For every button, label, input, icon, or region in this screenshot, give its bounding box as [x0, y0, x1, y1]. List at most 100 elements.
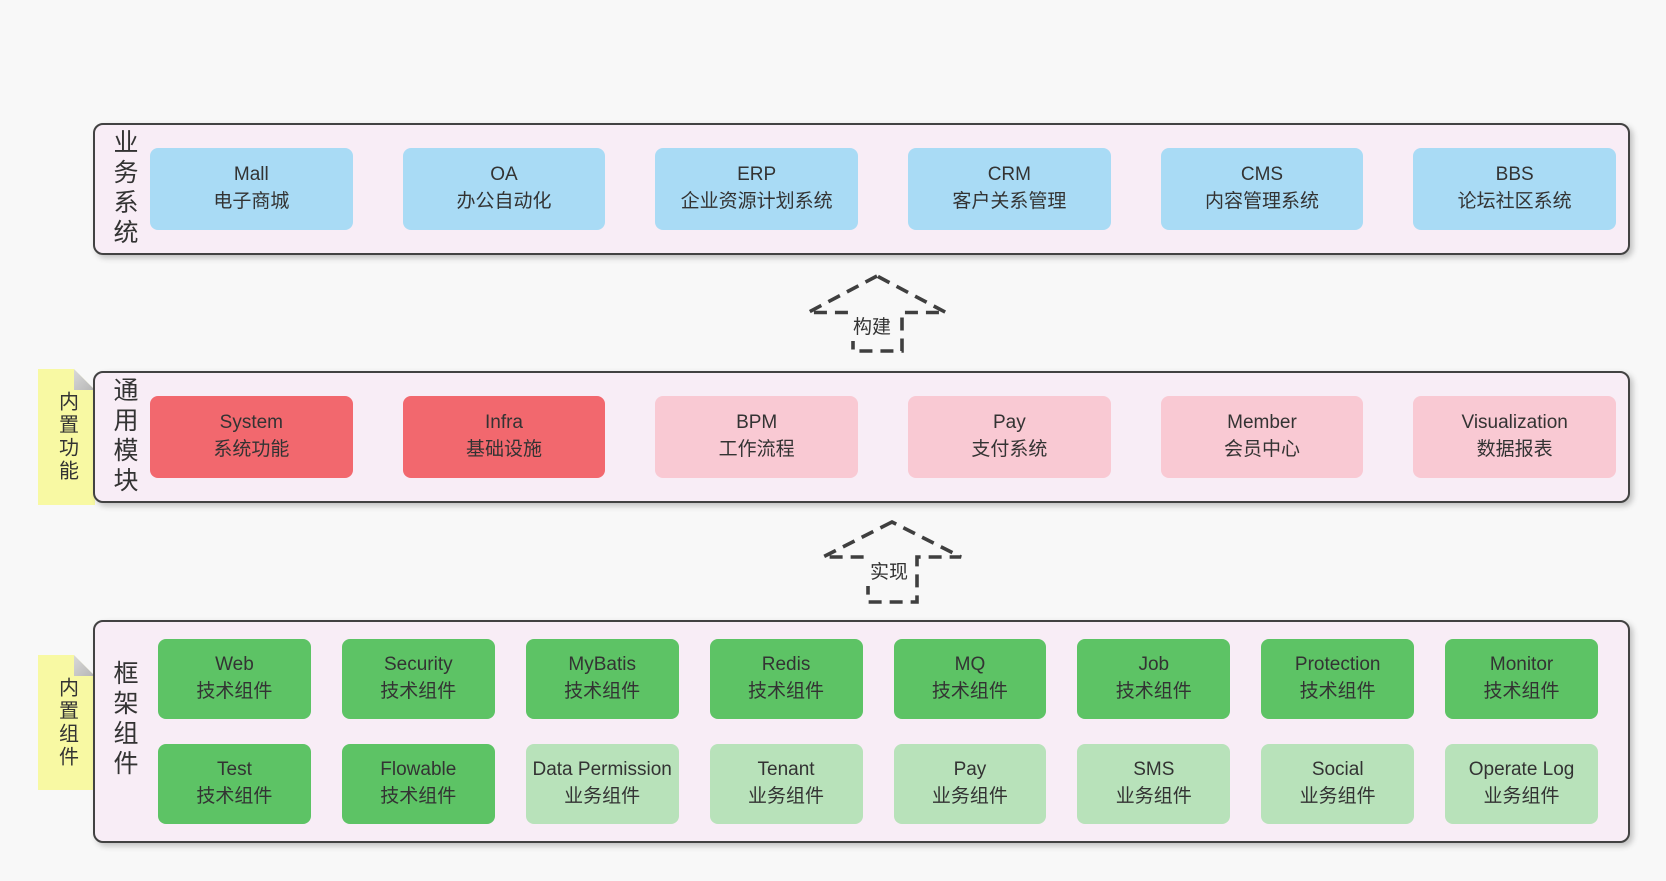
box-title: Test [217, 759, 252, 781]
box-member: Member 会员中心 [1160, 396, 1364, 478]
box-subtitle: 支付系统 [971, 439, 1048, 460]
box-title: Security [383, 654, 453, 676]
box-bpm: BPM 工作流程 [655, 396, 858, 478]
box-visualization: Visualization 数据报表 [1413, 396, 1616, 478]
arrow-label-implement: 实现 [865, 555, 914, 586]
box-test: Test 技术组件 [158, 744, 311, 824]
box-subtitle: 电子商城 [213, 191, 290, 212]
box-erp: ERP 企业资源计划系统 [655, 148, 858, 230]
box-title: BBS [1495, 164, 1534, 186]
box-title: Data Permission [532, 759, 672, 781]
box-subtitle: 技术组件 [748, 681, 825, 702]
box-security: Security 技术组件 [341, 639, 495, 719]
box-title: Operate Log [1468, 759, 1575, 781]
box-subtitle: 技术组件 [931, 681, 1008, 702]
box-subtitle: 技术组件 [1115, 681, 1192, 702]
box-title: OA [490, 164, 518, 186]
box-title: Tenant [757, 759, 815, 781]
box-subtitle: 办公自动化 [456, 191, 552, 212]
box-infra: Infra 基础设施 [402, 396, 606, 478]
box-subtitle: 技术组件 [1483, 681, 1560, 702]
box-tenant: Tenant 业务组件 [709, 744, 863, 824]
arrow-label-build: 构建 [848, 310, 897, 341]
box-title: Protection [1294, 654, 1381, 676]
box-subtitle: 工作流程 [718, 439, 795, 460]
sticky-note-label: 内置功能 [55, 391, 78, 483]
section-business-systems: 业务系统 Mall 电子商城 OA 办公自动化 ERP 企业资源计划系统 CRM 客户关系管理… [93, 123, 1630, 255]
box-subtitle: 客户关系管理 [952, 191, 1067, 212]
box-subtitle: 业务组件 [931, 786, 1008, 807]
box-subtitle: 数据报表 [1476, 439, 1553, 460]
implement-up-arrow-icon [822, 520, 962, 604]
box-title: BPM [736, 412, 778, 434]
box-pay: Pay 业务组件 [893, 744, 1047, 824]
box-subtitle: 基础设施 [465, 439, 542, 460]
box-title: Job [1138, 654, 1170, 676]
box-subtitle: 企业资源计划系统 [680, 191, 833, 212]
box-title: System [219, 412, 283, 434]
box-pay: Pay 支付系统 [908, 396, 1111, 478]
box-title: Mall [233, 164, 269, 186]
box-title: Social [1311, 759, 1364, 781]
box-subtitle: 业务组件 [1299, 786, 1376, 807]
box-title: SMS [1133, 759, 1175, 781]
box-mybatis: MyBatis 技术组件 [525, 639, 679, 719]
box-title: Monitor [1489, 654, 1554, 676]
box-subtitle: 内容管理系统 [1204, 191, 1319, 212]
folded-corner-icon [74, 655, 95, 676]
box-title: Redis [761, 654, 811, 676]
box-redis: Redis 技术组件 [709, 639, 863, 719]
box-subtitle: 技术组件 [1299, 681, 1376, 702]
box-grid-business: Mall 电子商城 OA 办公自动化 ERP 企业资源计划系统 CRM 客户关系管理 CMS 内容… [150, 148, 1616, 230]
box-operate-log: Operate Log 业务组件 [1445, 744, 1598, 824]
box-protection: Protection 技术组件 [1261, 639, 1415, 719]
box-title: ERP [737, 164, 777, 186]
box-title: Pay [953, 759, 987, 781]
box-crm: CRM 客户关系管理 [908, 148, 1111, 230]
section-common-modules: 通用模块 System 系统功能 Infra 基础设施 BPM 工作流程 Pay 支付系统 Me… [93, 371, 1630, 503]
section-label: 业务系统 [110, 129, 138, 249]
box-subtitle: 会员中心 [1223, 439, 1300, 460]
box-subtitle: 业务组件 [1483, 786, 1560, 807]
box-job: Job 技术组件 [1077, 639, 1231, 719]
box-title: Visualization [1461, 412, 1568, 434]
box-subtitle: 技术组件 [380, 786, 457, 807]
box-flowable: Flowable 技术组件 [341, 744, 495, 824]
box-title: MyBatis [568, 654, 636, 676]
box-title: Pay [992, 412, 1026, 434]
box-subtitle: 技术组件 [564, 681, 641, 702]
box-subtitle: 业务组件 [1115, 786, 1192, 807]
sticky-note-label: 内置组件 [55, 676, 78, 769]
folded-corner-icon [74, 369, 95, 390]
box-mall: Mall 电子商城 [150, 148, 353, 230]
box-system: System 系统功能 [150, 396, 353, 478]
box-subtitle: 系统功能 [213, 439, 290, 460]
box-cms: CMS 内容管理系统 [1160, 148, 1364, 230]
box-subtitle: 业务组件 [564, 786, 641, 807]
box-oa: OA 办公自动化 [402, 148, 606, 230]
sticky-note-builtin-features: 内置功能 [38, 369, 95, 505]
box-subtitle: 业务组件 [748, 786, 825, 807]
section-label: 通用模块 [110, 377, 138, 497]
box-title: CRM [987, 164, 1031, 186]
box-title: CMS [1240, 164, 1284, 186]
box-subtitle: 技术组件 [196, 786, 273, 807]
box-title: Member [1227, 412, 1297, 434]
box-title: Web [215, 654, 254, 676]
box-monitor: Monitor 技术组件 [1445, 639, 1598, 719]
section-label: 框架组件 [110, 660, 138, 780]
box-sms: SMS 业务组件 [1077, 744, 1231, 824]
box-subtitle: 技术组件 [380, 681, 457, 702]
box-grid-modules: System 系统功能 Infra 基础设施 BPM 工作流程 Pay 支付系统 Member 会… [150, 396, 1616, 478]
box-title: Infra [484, 412, 523, 434]
build-up-arrow-icon [807, 274, 947, 353]
box-title: Flowable [380, 759, 457, 781]
sticky-note-builtin-components: 内置组件 [38, 655, 95, 790]
box-data-permission: Data Permission 业务组件 [525, 744, 679, 824]
